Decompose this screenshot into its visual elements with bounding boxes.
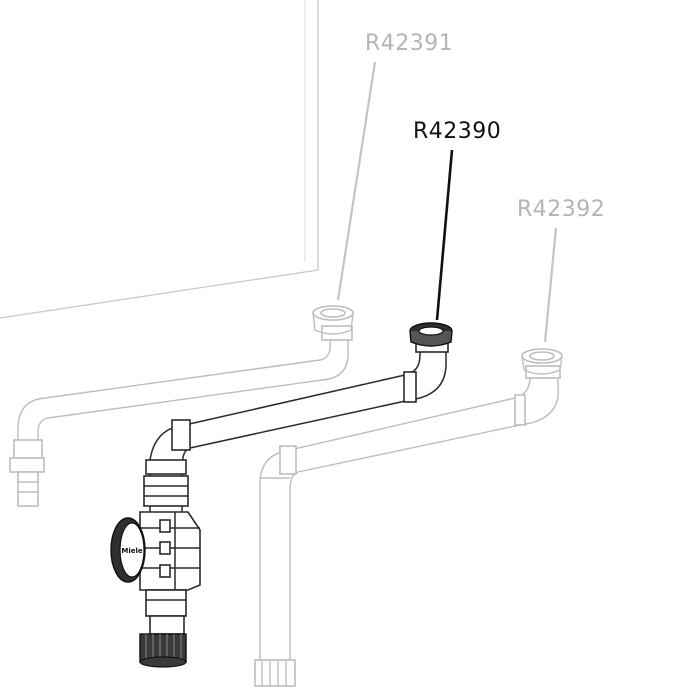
part-label-r42390: R42390	[413, 119, 501, 144]
leader-line-r42392	[543, 227, 558, 343]
part-label-r42392: R42392	[517, 197, 605, 222]
drain-pipe-right	[254, 348, 563, 687]
drain-pipe-left	[9, 305, 354, 507]
part-label-r42391: R42391	[365, 31, 453, 56]
cabinet-outline	[0, 0, 319, 319]
leader-line-r42390	[435, 149, 454, 321]
drain-pipe-middle: Miele	[110, 322, 453, 668]
valve-brand-label: Miele	[121, 547, 143, 555]
leader-line-r42391	[336, 61, 377, 301]
